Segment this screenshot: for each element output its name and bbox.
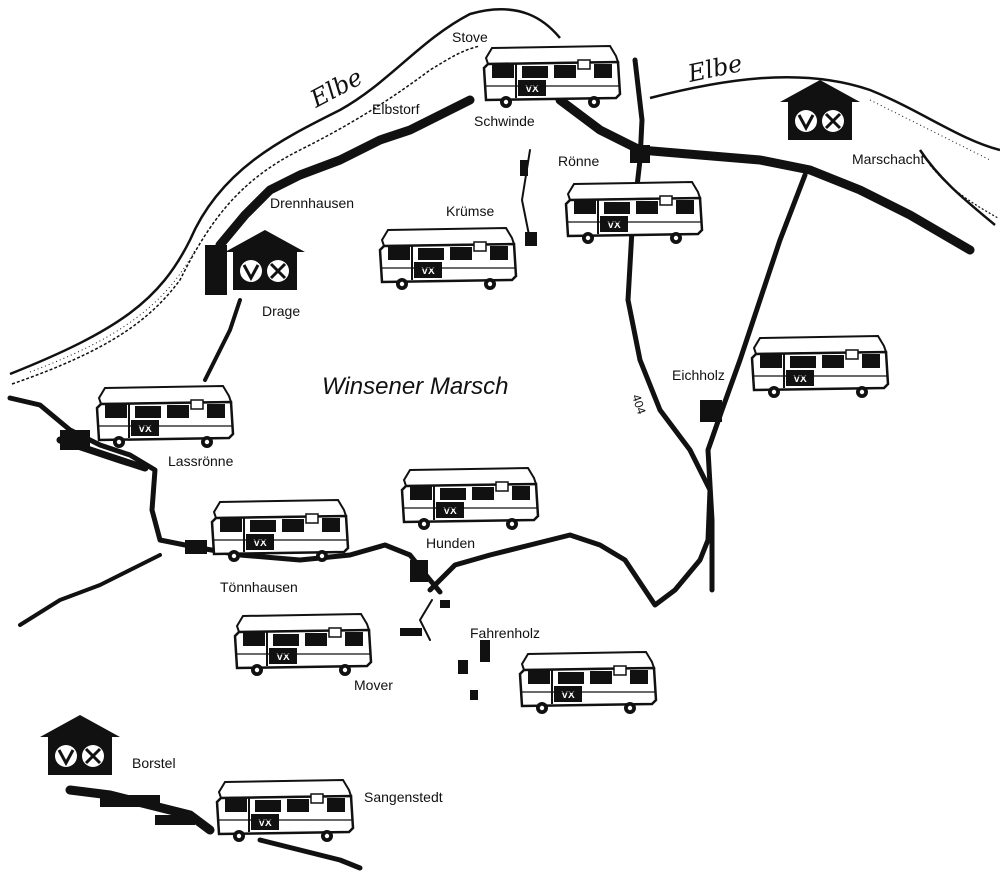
river-label-left: Elbe <box>305 63 367 114</box>
motorhome-icon-kruemse <box>378 226 518 292</box>
place-label-sangenstedt: Sangenstedt <box>364 789 443 805</box>
campsite-house-icon-borstel <box>38 713 122 777</box>
place-label-toennhausen: Tönnhausen <box>220 579 298 595</box>
place-label-mover: Mover <box>354 677 393 693</box>
motorhome-icon-mover <box>233 612 373 678</box>
place-label-drage: Drage <box>262 303 300 319</box>
place-label-hunden: Hunden <box>426 535 475 551</box>
place-label-borstel: Borstel <box>132 755 176 771</box>
place-label-kruemse: Krümse <box>446 203 494 219</box>
place-label-schwinde: Schwinde <box>474 113 535 129</box>
place-label-marschacht: Marschacht <box>852 151 924 167</box>
road-number-label: 404 <box>629 393 649 417</box>
campsite-house-icon-drage <box>223 228 307 292</box>
motorhome-icon-stove <box>482 44 622 110</box>
motorhome-icon-eichholz <box>750 334 890 400</box>
place-label-fahrenholz: Fahrenholz <box>470 625 540 641</box>
motorhome-icon-lassroenne <box>95 384 235 450</box>
place-label-elbstorf: Elbstorf <box>372 101 420 117</box>
motorhome-icon-hunden <box>400 466 540 532</box>
river-label-right: Elbe <box>684 49 744 88</box>
place-label-eichholz: Eichholz <box>672 367 725 383</box>
elbe-river-left <box>9 8 561 385</box>
motorhome-icon-roenne <box>564 180 704 246</box>
elbe-river-right <box>649 75 1000 226</box>
place-label-drennhausen: Drennhausen <box>270 195 354 211</box>
motorhome-icon-toennhausen <box>210 498 350 564</box>
motorhome-icon-fahrenholz <box>518 650 658 716</box>
village-blocks <box>60 145 722 825</box>
motorhome-icon-sangenstedt <box>215 778 355 844</box>
place-label-stove: Stove <box>452 29 488 45</box>
place-label-lassroenne: Lassrönne <box>168 453 234 469</box>
main-roads <box>7 57 975 871</box>
place-label-roenne: Rönne <box>558 153 599 169</box>
campsite-house-icon-marschacht <box>778 78 862 142</box>
region-label: Winsener Marsch <box>322 373 509 400</box>
